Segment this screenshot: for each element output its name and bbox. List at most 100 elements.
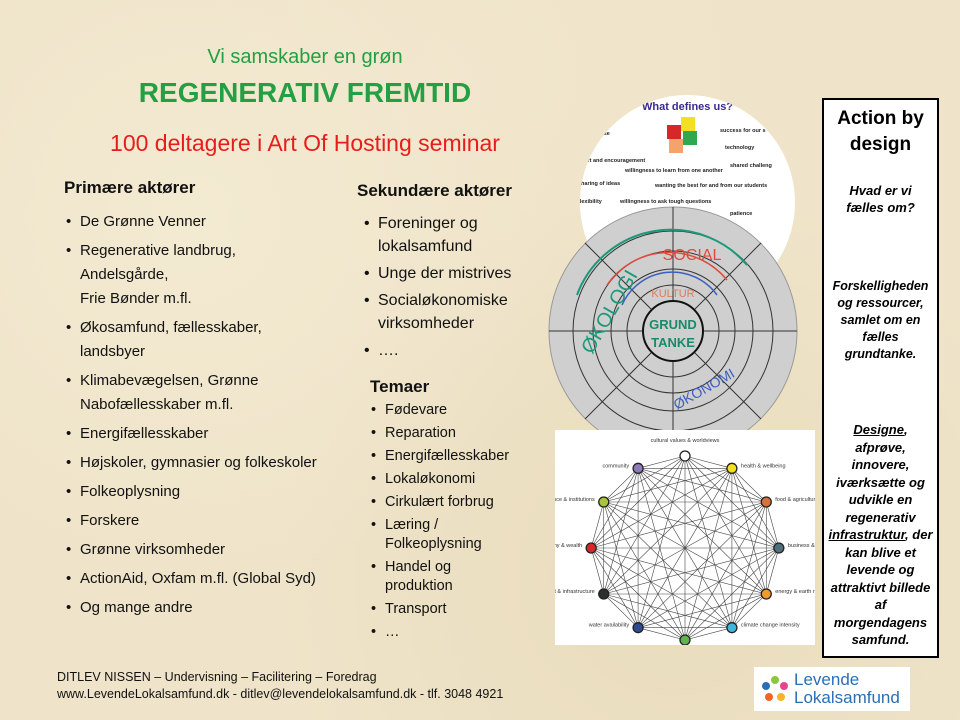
drawing-center-2: TANKE bbox=[651, 335, 695, 350]
network-edge bbox=[603, 501, 779, 549]
network-edge bbox=[603, 501, 733, 628]
network-edge bbox=[765, 501, 780, 549]
list-item-line: virksomheder bbox=[378, 315, 475, 332]
para2-text-end: , der kan blive et levende og attraktivt… bbox=[830, 527, 933, 647]
defines-word: wanting the best for and from our studen… bbox=[655, 183, 768, 189]
network-node-label: food & agriculture bbox=[775, 497, 815, 503]
list-item-line: Energifællesskaber bbox=[80, 425, 209, 442]
network-edge bbox=[637, 468, 779, 549]
sidebox-para1: Forskelligheden og ressourcer, samlet om… bbox=[832, 279, 929, 361]
network-edge bbox=[638, 627, 686, 641]
list-item-line: Nabofællesskaber m.fl. bbox=[80, 396, 234, 413]
network-edge bbox=[603, 468, 639, 503]
headline-title: REGENERATIV FREMTID bbox=[138, 77, 472, 108]
network-edge bbox=[603, 593, 639, 628]
list-item: Handel og produktion bbox=[371, 558, 509, 596]
list-item-line: Unge der mistrives bbox=[378, 265, 512, 282]
list-item-line: Reparation bbox=[385, 425, 456, 441]
network-node-label: community bbox=[602, 463, 629, 469]
network-node bbox=[679, 634, 691, 645]
list-item: De Grønne Venner bbox=[66, 210, 317, 234]
list-item-line: Højskoler, gymnasier og folkeskoler bbox=[80, 454, 317, 471]
network-node-label: climate change intensity bbox=[741, 623, 800, 629]
list-item-line: Folkeoplysning bbox=[80, 483, 181, 500]
list-item: Fødevare bbox=[371, 401, 509, 420]
network-node bbox=[760, 496, 772, 508]
defines-word: willingness to ask tough questions bbox=[620, 199, 712, 205]
list-item: Forskere bbox=[66, 509, 317, 533]
network-edge bbox=[590, 547, 605, 595]
network-node bbox=[773, 542, 785, 554]
list-item-line: Foreninger og bbox=[378, 215, 478, 232]
network-node-label: energy & earth resources bbox=[775, 589, 815, 595]
hand-drawn-circle-image: GRUND TANKE SOCIAL ØKOLOGI ØKONOMI KULTU… bbox=[548, 206, 798, 456]
list-item-line: ActionAid, Oxfam m.fl. (Global Syd) bbox=[80, 570, 316, 587]
network-edge bbox=[637, 501, 767, 628]
list-item-line: Folkeoplysning bbox=[385, 536, 482, 552]
themes-heading: Temaer bbox=[370, 377, 430, 396]
list-item-line: Fødevare bbox=[385, 402, 448, 418]
network-edge bbox=[590, 468, 639, 549]
network-edge bbox=[637, 468, 733, 628]
footer-contact[interactable]: www.LevendeLokalsamfund.dk - ditlev@leve… bbox=[57, 687, 504, 701]
network-edge bbox=[603, 468, 639, 595]
para2-text: , afprøve, innovere, iværksætte og udvik… bbox=[836, 422, 925, 525]
network-node bbox=[726, 622, 738, 634]
list-item: Lokaløkonomi bbox=[371, 470, 509, 489]
secondary-heading: Sekundære aktører bbox=[357, 181, 512, 200]
subtitle: 100 deltagere i Art Of Hosting seminar bbox=[110, 130, 500, 156]
network-edge bbox=[637, 468, 686, 641]
list-item-line: Og mange andre bbox=[80, 599, 193, 616]
network-edge bbox=[637, 455, 686, 628]
network-node-label: cultural values & worldviews bbox=[651, 438, 720, 444]
drawing-center-1: GRUND bbox=[649, 317, 697, 332]
network-node bbox=[632, 462, 644, 474]
network-edge bbox=[731, 468, 767, 503]
list-item-line: Cirkulært forbrug bbox=[385, 494, 494, 510]
defines-word: flexibility bbox=[580, 199, 602, 205]
sidebox-title: Action by design bbox=[837, 108, 924, 155]
list-item: Energifællesskaber bbox=[371, 447, 510, 466]
list-item-line: produktion bbox=[385, 578, 453, 594]
network-edge bbox=[731, 593, 767, 628]
network-node-label: governance & institutions bbox=[555, 497, 595, 503]
list-item: …. bbox=[364, 339, 511, 362]
network-node bbox=[632, 622, 644, 634]
defines-word: mon purpose bbox=[580, 131, 610, 137]
network-node-label: water availability bbox=[588, 623, 630, 629]
defines-word: upport and encouragement bbox=[580, 158, 646, 164]
footer-line1: DITLEV NISSEN – Undervisning – Faciliter… bbox=[57, 670, 377, 684]
list-item-line: Økosamfund, fællesskaber, bbox=[80, 319, 262, 336]
list-item-line: Socialøkonomiske bbox=[378, 292, 508, 309]
list-item: Foreninger og lokalsamfund bbox=[364, 212, 511, 258]
network-edge bbox=[590, 547, 639, 628]
list-item: Cirkulært forbrug bbox=[371, 493, 509, 512]
list-item: Energifællesskaber bbox=[66, 422, 317, 446]
network-edge bbox=[684, 455, 732, 469]
list-item-line: Læring / bbox=[385, 517, 439, 533]
list-item-line: lokalsamfund bbox=[378, 238, 473, 255]
network-edge bbox=[603, 593, 686, 641]
defines-word: sharing of ideas bbox=[580, 181, 621, 187]
list-item-line: Andelsgårde, bbox=[80, 266, 169, 283]
network-diagram: cultural values & worldviews health & wel… bbox=[555, 430, 815, 645]
list-item-line: De Grønne Venner bbox=[80, 213, 206, 230]
network-edge bbox=[591, 547, 767, 595]
list-item: Transport bbox=[371, 600, 509, 619]
list-item-line: Lokaløkonomi bbox=[385, 471, 476, 487]
network-edge bbox=[603, 501, 686, 641]
network-node-label: business & trade bbox=[788, 543, 815, 549]
list-item-line: Handel og bbox=[385, 559, 452, 575]
network-edge bbox=[637, 468, 767, 595]
primary-list: De Grønne VennerRegenerative landbrug,An… bbox=[66, 210, 317, 625]
sidebox-para2: Designe, afprøve, innovere, iværksætte o… bbox=[828, 421, 933, 649]
list-item: Regenerative landbrug,Andelsgårde,Frie B… bbox=[66, 239, 317, 311]
list-item-line: Energifællesskaber bbox=[385, 448, 510, 464]
network-edge bbox=[684, 468, 733, 641]
network-node bbox=[585, 542, 597, 554]
network-edge bbox=[638, 455, 686, 469]
list-item: Klimabevægelsen, GrønneNabofællesskaber … bbox=[66, 369, 317, 417]
network-node-label: health & wellbeing bbox=[741, 463, 786, 469]
list-item: Reparation bbox=[371, 424, 509, 443]
